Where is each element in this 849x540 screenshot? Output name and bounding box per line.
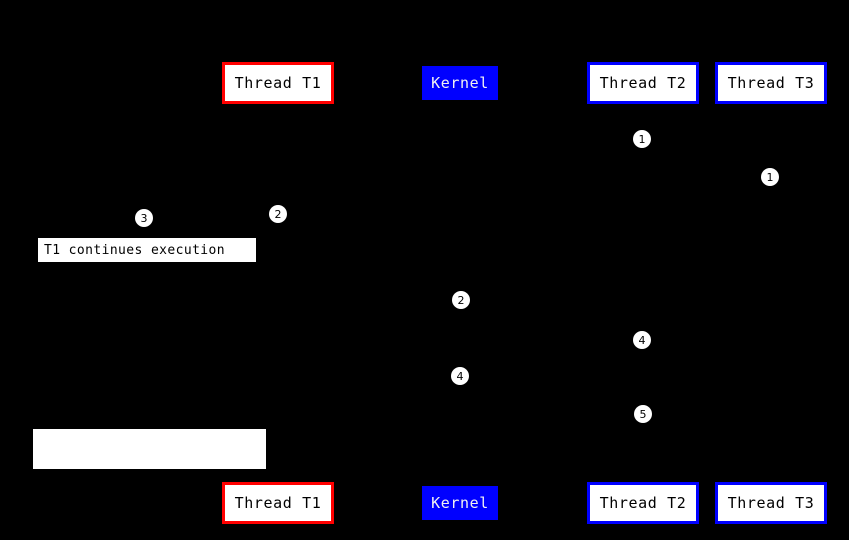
lifeline-thread-t2 bbox=[643, 104, 644, 482]
step-marker-number: 1 bbox=[638, 132, 646, 146]
step-marker-1-t3: 1 bbox=[761, 168, 779, 186]
participant-label: Thread T3 bbox=[727, 73, 815, 92]
step-marker-number: 2 bbox=[274, 207, 282, 221]
step-marker-number: 5 bbox=[639, 407, 647, 421]
message-arrow-4 bbox=[460, 300, 643, 301]
message-arrow-6 bbox=[460, 376, 771, 377]
note-t1-continues-execution: T1 continues execution bbox=[37, 237, 257, 263]
lifeline-thread-t3 bbox=[771, 104, 772, 482]
note-text: T1 continues execution bbox=[44, 242, 225, 258]
message-arrow-3 bbox=[278, 214, 460, 215]
participant-thread-t1-top[interactable]: Thread T1 bbox=[222, 62, 334, 104]
participant-thread-t3-bottom[interactable]: Thread T3 bbox=[715, 482, 827, 524]
participant-kernel-bottom[interactable]: Kernel bbox=[422, 486, 498, 520]
participant-label: Kernel bbox=[431, 493, 489, 512]
note-blank bbox=[32, 428, 267, 470]
step-marker-number: 4 bbox=[456, 369, 464, 383]
step-marker-5-t2: 5 bbox=[634, 405, 652, 423]
participant-thread-t1-bottom[interactable]: Thread T1 bbox=[222, 482, 334, 524]
message-arrow-5 bbox=[460, 340, 643, 341]
participant-label: Thread T2 bbox=[599, 73, 687, 92]
participant-thread-t2-bottom[interactable]: Thread T2 bbox=[587, 482, 699, 524]
participant-label: Thread T1 bbox=[234, 73, 322, 92]
participant-label: Thread T1 bbox=[234, 493, 322, 512]
step-marker-number: 4 bbox=[638, 333, 646, 347]
participant-label: Thread T2 bbox=[599, 493, 687, 512]
step-marker-2-kernel: 2 bbox=[452, 291, 470, 309]
message-arrow-7 bbox=[460, 414, 643, 415]
step-marker-4-kernel: 4 bbox=[451, 367, 469, 385]
participant-label: Thread T3 bbox=[727, 493, 815, 512]
participant-kernel-top[interactable]: Kernel bbox=[422, 66, 498, 100]
lifeline-thread-t1 bbox=[278, 104, 279, 482]
activation-bar-kernel bbox=[456, 139, 464, 419]
step-marker-number: 2 bbox=[457, 293, 465, 307]
step-marker-number: 3 bbox=[140, 211, 148, 225]
step-marker-number: 1 bbox=[766, 170, 774, 184]
step-marker-4-t2: 4 bbox=[633, 331, 651, 349]
message-arrow-1 bbox=[460, 139, 643, 140]
step-marker-1-t2: 1 bbox=[633, 130, 651, 148]
participant-label: Kernel bbox=[431, 73, 489, 92]
step-marker-2-t1: 2 bbox=[269, 205, 287, 223]
step-marker-3-t1: 3 bbox=[135, 209, 153, 227]
participant-thread-t2-top[interactable]: Thread T2 bbox=[587, 62, 699, 104]
message-arrow-2 bbox=[460, 177, 771, 178]
participant-thread-t3-top[interactable]: Thread T3 bbox=[715, 62, 827, 104]
